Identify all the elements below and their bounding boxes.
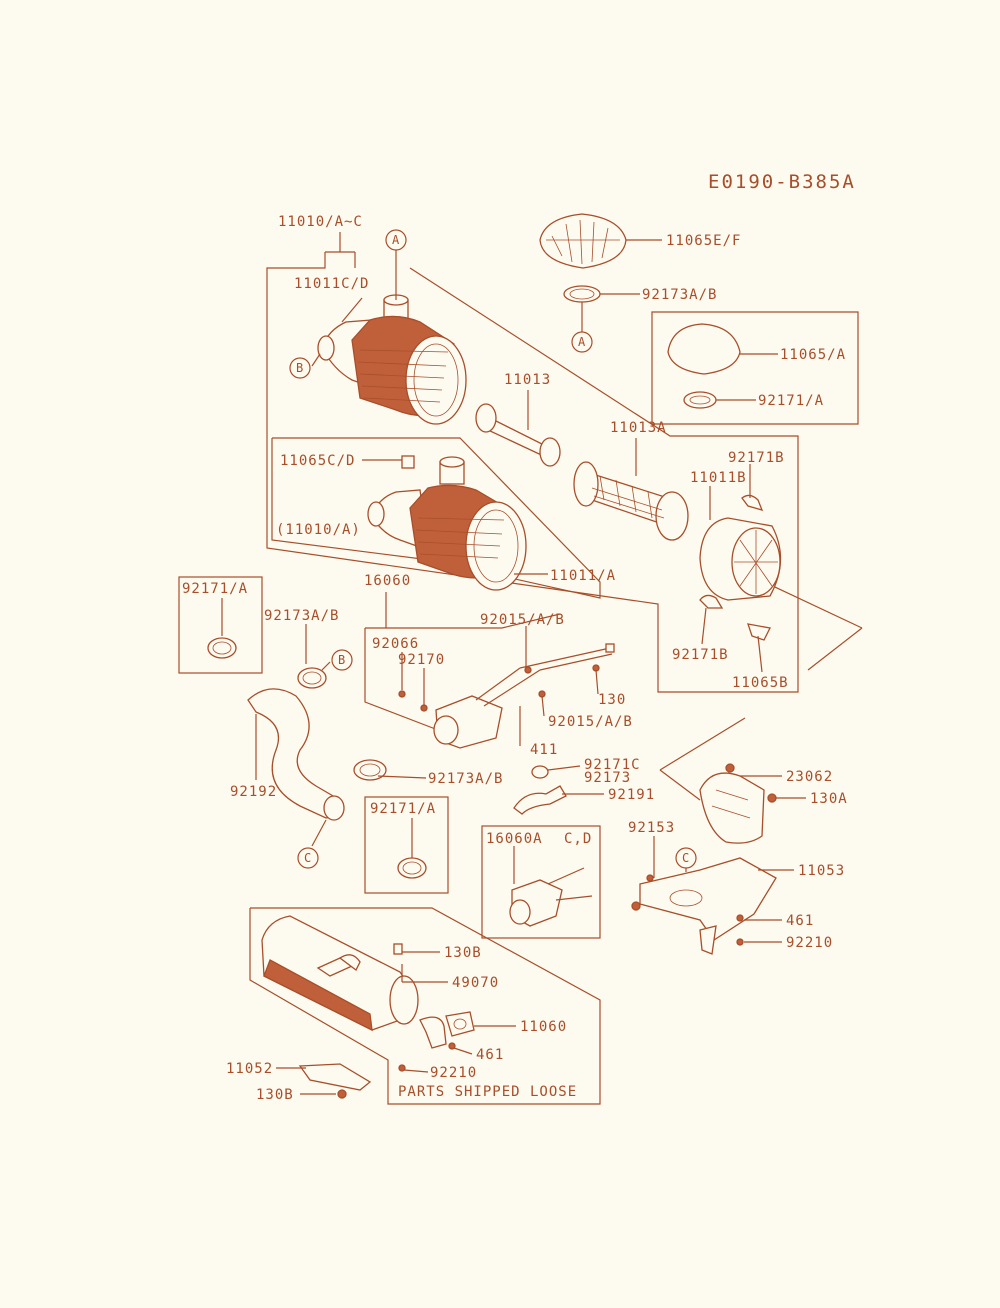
- label-11065a: 11065/A: [780, 347, 846, 363]
- label-92210-bot: 92210: [430, 1065, 477, 1081]
- label-92171b-bot: 92171B: [672, 647, 729, 663]
- leader-lines: [221, 239, 806, 1095]
- label-92173: 92173: [584, 770, 631, 786]
- clamp-box-mid: [397, 857, 427, 879]
- air-cleaner-cover: [699, 517, 782, 641]
- ref-circle-b-mid: B: [331, 649, 353, 671]
- label-11013: 11013: [504, 372, 551, 388]
- precleaner-cap: [539, 213, 627, 269]
- svg-text:A: A: [578, 335, 586, 349]
- label-11053: 11053: [798, 863, 845, 879]
- clip-92171b-top: [741, 494, 764, 511]
- intake-duct: [398, 643, 615, 749]
- label-11013a: 11013A: [610, 420, 667, 436]
- svg-text:B: B: [296, 361, 303, 375]
- label-16060a: 16060A: [486, 831, 543, 847]
- intake-hose: [247, 688, 345, 821]
- inset-box-16060a: [481, 825, 601, 939]
- breather-hose: [513, 785, 567, 815]
- label-92171a-box1: 92171/A: [182, 581, 248, 597]
- label-92173ab-low: 92173A/B: [428, 771, 503, 787]
- clamp-92173ab-low: [353, 759, 387, 781]
- label-11011cd: 11011C/D: [294, 276, 369, 292]
- air-cleaner-bracket: [631, 763, 777, 955]
- label-92173ab-mid: 92173A/B: [264, 608, 339, 624]
- label-23062: 23062: [786, 769, 833, 785]
- intake-duct-16060a: [509, 867, 593, 927]
- inset-box-92171a-mid: [364, 796, 449, 894]
- clamp-top: [563, 285, 601, 303]
- label-92191: 92191: [608, 787, 655, 803]
- label-11010ac: 11010/A~C: [278, 214, 363, 230]
- label-cd: C,D: [564, 831, 592, 847]
- ref-circle-a-top: A: [385, 229, 407, 251]
- label-11065ef: 11065E/F: [666, 233, 741, 249]
- label-11011b: 11011B: [690, 470, 747, 486]
- label-49070: 49070: [452, 975, 499, 991]
- label-11065b: 11065B: [732, 675, 789, 691]
- label-130a: 130A: [810, 791, 848, 807]
- safety-element: [475, 403, 561, 467]
- ref-circle-c-right: C: [675, 847, 697, 869]
- ref-circle-a-mid: A: [571, 331, 593, 353]
- label-130b-top: 130B: [444, 945, 482, 961]
- label-11052: 11052: [226, 1061, 273, 1077]
- svg-text:C: C: [304, 851, 311, 865]
- label-92171b-top: 92171B: [728, 450, 785, 466]
- clamp-11065a: [683, 391, 717, 409]
- parts-shipped-loose-note: PARTS SHIPPED LOOSE: [398, 1084, 577, 1100]
- dome-cap: [667, 323, 741, 375]
- assembly-frames: [266, 232, 863, 801]
- label-92192: 92192: [230, 784, 277, 800]
- svg-text:A: A: [392, 233, 400, 247]
- inset-box-11065a: [651, 311, 859, 425]
- air-cleaner-housing-lower: [367, 455, 527, 591]
- ref-circle-c-left: C: [297, 847, 319, 869]
- label-16060: 16060: [364, 573, 411, 589]
- label-11060: 11060: [520, 1019, 567, 1035]
- clamp-92171c: [531, 765, 549, 779]
- muffler: [261, 915, 475, 1099]
- label-92210-right: 92210: [786, 935, 833, 951]
- diagram-code: E0190-B385A: [708, 171, 856, 193]
- label-11011a: 11011/A: [550, 568, 616, 584]
- label-92171a-box2: 92171/A: [370, 801, 436, 817]
- label-92066: 92066: [372, 636, 419, 652]
- air-cleaner-housing-upper: [317, 294, 467, 425]
- label-461-bot: 461: [476, 1047, 504, 1063]
- svg-text:B: B: [338, 653, 345, 667]
- ref-circle-b-top: B: [289, 357, 311, 379]
- svg-text:C: C: [682, 851, 689, 865]
- inset-box-92171a-left: [178, 576, 263, 674]
- label-11065cd: 11065C/D: [280, 453, 355, 469]
- clip-92171b-bot: [699, 594, 724, 609]
- label-92171a-top: 92171/A: [758, 393, 824, 409]
- clamp-box-left: [207, 637, 237, 659]
- label-92015ab-bot: 92015/A/B: [548, 714, 633, 730]
- label-130: 130: [598, 692, 626, 708]
- label-92173ab-top: 92173A/B: [642, 287, 717, 303]
- label-411: 411: [530, 742, 558, 758]
- label-11010a: (11010/A): [276, 522, 361, 538]
- label-92171c: 92171C: [584, 757, 641, 773]
- label-461-right: 461: [786, 913, 814, 929]
- clamp-92173ab-mid: [297, 667, 327, 689]
- label-130b-bot: 130B: [256, 1087, 294, 1103]
- label-92015ab-top: 92015/A/B: [480, 612, 565, 628]
- muffler-frame: [249, 907, 601, 1105]
- primary-element: [573, 461, 689, 541]
- label-92170: 92170: [398, 652, 445, 668]
- part-labels: 11010/A~C 11011C/D 11013 11013A 11065E/F…: [182, 214, 848, 1103]
- label-92153: 92153: [628, 820, 675, 836]
